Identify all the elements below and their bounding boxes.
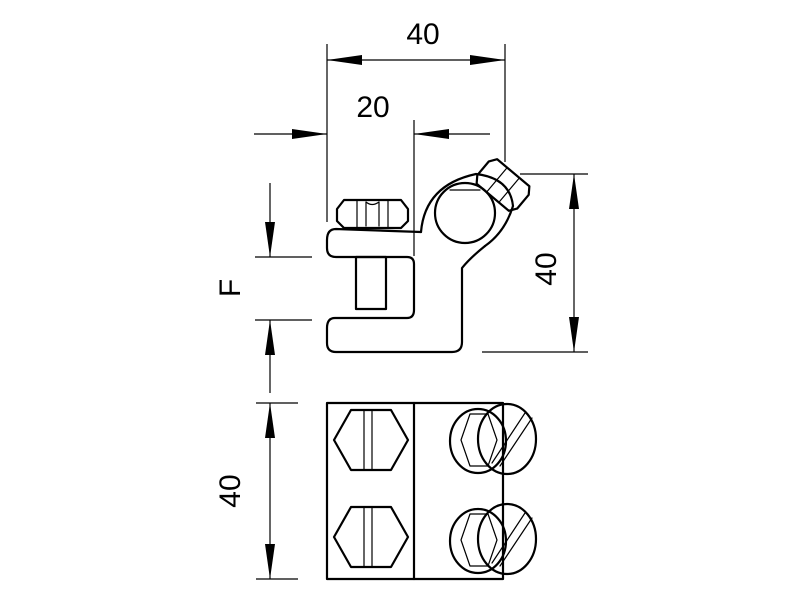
- conductor-bore: [433, 181, 497, 245]
- dimension-bottom-height: 40: [214, 402, 298, 580]
- dimension-label-clamp-range: F: [214, 279, 247, 297]
- clamp-body-outline: [325, 227, 487, 354]
- ring-nut: [475, 158, 531, 212]
- front-screw-upper: [448, 402, 538, 476]
- front-hex-head-lower: [332, 505, 410, 569]
- side-view: [325, 158, 531, 354]
- front-view: [325, 401, 538, 581]
- bolt-shank: [354, 255, 388, 311]
- dimension-right-height: 40: [482, 173, 588, 353]
- bolt-head-crown: [365, 201, 380, 206]
- dimension-label-half-width: 20: [356, 91, 389, 124]
- dimension-half-width: 20: [254, 91, 490, 256]
- front-hex-head-upper: [332, 408, 410, 472]
- front-screw-lower: [448, 502, 538, 576]
- dimension-top-width: 40: [326, 18, 506, 222]
- dimension-label-right-height: 40: [530, 252, 563, 285]
- bolt-head-top: [335, 198, 410, 230]
- dimension-clamp-range: F: [214, 183, 312, 393]
- dimension-label-bottom-height: 40: [214, 474, 247, 507]
- dimension-label-top-width: 40: [406, 18, 439, 51]
